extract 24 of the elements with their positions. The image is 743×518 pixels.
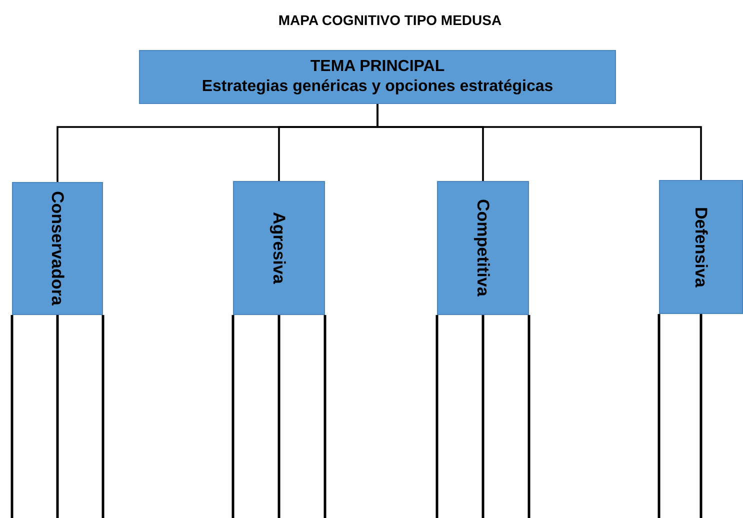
connector-line [324, 315, 326, 518]
branch-label: Conservadora [49, 191, 66, 306]
concept-box [659, 180, 743, 314]
connector-line [56, 315, 59, 518]
connector-line [700, 314, 702, 518]
concept-box [139, 50, 616, 104]
connector-line [10, 315, 14, 518]
connector-line [102, 315, 104, 518]
connector-line [278, 315, 280, 518]
concept-box [12, 182, 103, 315]
connector-line [528, 315, 530, 518]
branch-label: Competitiva [474, 199, 492, 297]
connector-line [482, 315, 484, 518]
concept-box [437, 181, 529, 315]
topic-text: Estrategias genéricas y opciones estratégicas [202, 77, 554, 97]
connector-line [232, 315, 234, 518]
connector-line [436, 315, 438, 518]
branch-label: Agresiva [270, 212, 288, 284]
branch-label: Defensiva [692, 206, 710, 288]
connector-line [376, 104, 702, 180]
topic-heading: TEMA PRINCIPAL [310, 57, 445, 77]
concept-box [233, 181, 325, 315]
diagram-title: MAPA COGNITIVO TIPO MEDUSA [277, 11, 503, 30]
connector-line [658, 314, 660, 518]
